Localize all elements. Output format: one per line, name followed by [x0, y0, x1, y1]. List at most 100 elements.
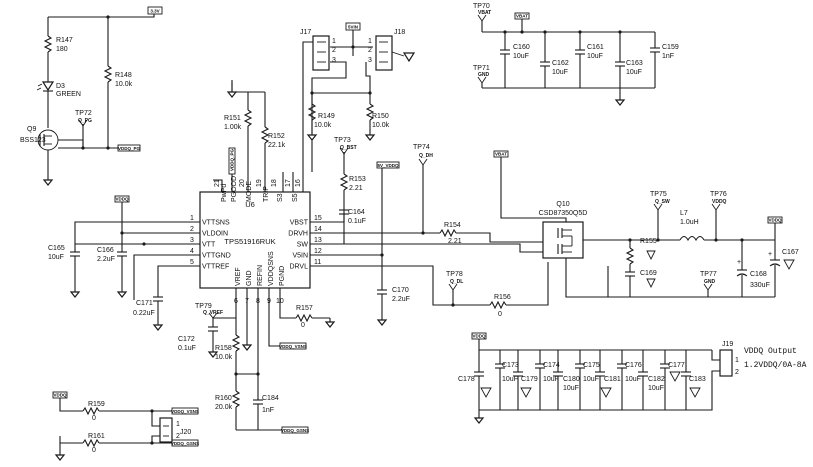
svg-text:2: 2 — [190, 226, 194, 233]
tp75-ref: TP75 — [650, 191, 667, 198]
svg-text:VBST: VBST — [290, 220, 309, 227]
tp76-net: VDDQ — [712, 199, 727, 205]
net-tag-5v-vddq — [376, 161, 400, 169]
r152-ref: R152 — [268, 133, 285, 140]
ground-symbol — [42, 179, 54, 186]
svg-text:SW: SW — [297, 242, 309, 249]
svg-text:3: 3 — [368, 57, 372, 64]
c180-ref: C180 — [563, 376, 580, 383]
r161-ref: R161 — [88, 433, 105, 440]
net-tag-vddq-vsns-label: VDDQ_VSNS — [279, 344, 307, 349]
svg-text:6: 6 — [234, 298, 238, 305]
c165-ref: C165 — [48, 245, 65, 252]
resistor-r158 — [231, 334, 241, 352]
output-spec: 1.2VDDQ/0A-8A — [744, 361, 807, 370]
capacitor-c162 — [540, 61, 550, 88]
capacitor-c177 — [660, 363, 670, 410]
c182-value: 10uF — [648, 385, 664, 392]
r149-value: 10.0k — [314, 122, 332, 129]
net-tag-vbat-mid-label: VBAT — [495, 152, 507, 157]
svg-text:5: 5 — [190, 259, 194, 266]
tp74-net: Q_DH — [419, 153, 433, 159]
j20-ref: J20 — [180, 429, 191, 436]
r156-ref: R156 — [494, 294, 511, 301]
ground-symbol — [207, 351, 219, 358]
svg-text:PwPd: PwPd — [221, 184, 228, 202]
ic-u6-ref: U6 — [245, 200, 255, 209]
r150-value: 10.0k — [372, 122, 390, 129]
ground-symbol — [324, 321, 336, 328]
c169-ref: C169 — [640, 270, 657, 277]
svg-text:16: 16 — [295, 179, 302, 187]
j18-ref: J18 — [394, 29, 405, 36]
s3-s5-jumpers: 5VIN J17 1 2 3 J18 1 2 3 — [300, 22, 416, 172]
resistor-r147 — [43, 35, 53, 53]
r153-value: 2.21 — [349, 185, 363, 192]
svg-text:10: 10 — [276, 298, 284, 305]
capacitor-c172 — [208, 326, 218, 352]
svg-text:13: 13 — [314, 237, 322, 244]
j17-ref: J17 — [300, 29, 311, 36]
net-tag-3v3 — [147, 6, 163, 15]
testpoint-tp78 — [448, 283, 458, 305]
capacitor-c168 — [736, 269, 748, 297]
svg-text:S3: S3 — [277, 193, 284, 202]
net-tag-vddq-bank-label: VDDQ — [472, 334, 486, 339]
r159-value: 0 — [92, 415, 96, 422]
ic-bottom-pins: VREF GND REFIN VDDQSNS PGND 6 7 8 9 10 — [234, 251, 286, 340]
c184-ref: C184 — [262, 395, 279, 402]
tp72-net: Q_PG — [78, 118, 92, 124]
tp77-net: GND — [704, 279, 716, 285]
c162-value: 10uF — [552, 69, 568, 76]
sense-jumper: VDDQ R159 0 VDDQ_VSNS J20 1 2 R161 0 VDD… — [52, 391, 199, 461]
svg-text:REFIN: REFIN — [257, 265, 264, 286]
resistor-r155 — [625, 247, 635, 265]
tp73-ref: TP73 — [334, 137, 351, 144]
svg-text:VDDQSNS: VDDQSNS — [268, 251, 275, 286]
dnp-marker-icon — [520, 387, 532, 398]
svg-text:PGOOD: PGOOD — [231, 176, 238, 202]
output-title: VDDQ Output — [744, 347, 797, 356]
capacitor-c165 — [70, 244, 80, 290]
c182-ref: C182 — [648, 376, 665, 383]
ground-symbol — [241, 344, 253, 351]
capacitor-c173 — [495, 363, 505, 410]
c163-ref: C163 — [626, 60, 643, 67]
r159-ref: R159 — [88, 401, 105, 408]
vbat-input-caps: TP70 VBAT VBAT C160 10uF C162 10uF — [473, 3, 679, 106]
c165-value: 10uF — [48, 254, 64, 261]
dnp-marker-icon — [600, 387, 612, 398]
c173-ref: C173 — [502, 362, 519, 369]
c167-ref: C167 — [782, 249, 799, 256]
d3-ref: D3 — [56, 83, 65, 90]
capacitor-c182 — [638, 371, 648, 410]
r148-value: 10.0k — [115, 81, 133, 88]
ic-u6: U6 TPS51916RUK VTTSNS VLDOIN VTT VTTGND … — [180, 172, 330, 340]
c171-ref: C171 — [136, 300, 153, 307]
svg-text:19: 19 — [256, 179, 263, 187]
ground-symbol — [152, 324, 164, 331]
ic-top-pins: PwPd PGOOD MODE TRIP S3 S5 21 20 19 18 1… — [213, 172, 304, 202]
tp78-ref: TP78 — [446, 271, 463, 278]
capacitor-c159 — [650, 47, 660, 88]
c161-value: 10uF — [587, 53, 603, 60]
net-tag-vddq-gsns — [171, 439, 199, 447]
resistor-r152 — [260, 126, 270, 144]
dnp-marker-icon — [646, 278, 656, 289]
svg-text:4: 4 — [190, 248, 194, 255]
c168-ref: C168 — [750, 271, 767, 278]
net-tag-vbat-top-label: VBAT — [516, 14, 528, 19]
testpoint-tp76 — [711, 203, 721, 240]
connector-j18 — [375, 35, 393, 71]
dnp-marker-icon — [646, 250, 656, 261]
svg-text:8: 8 — [256, 298, 260, 305]
r151-ref: R151 — [224, 115, 241, 122]
tp79-net: Q_VREF — [203, 310, 223, 316]
ic-u6-body — [199, 191, 311, 289]
c176-value: 10uF — [625, 376, 641, 383]
testpoint-tp75 — [653, 203, 663, 240]
r154-ref: R154 — [444, 222, 461, 229]
mosfet-q10 — [542, 221, 584, 259]
svg-text:1: 1 — [332, 38, 336, 45]
resistor-r161 — [82, 438, 100, 448]
